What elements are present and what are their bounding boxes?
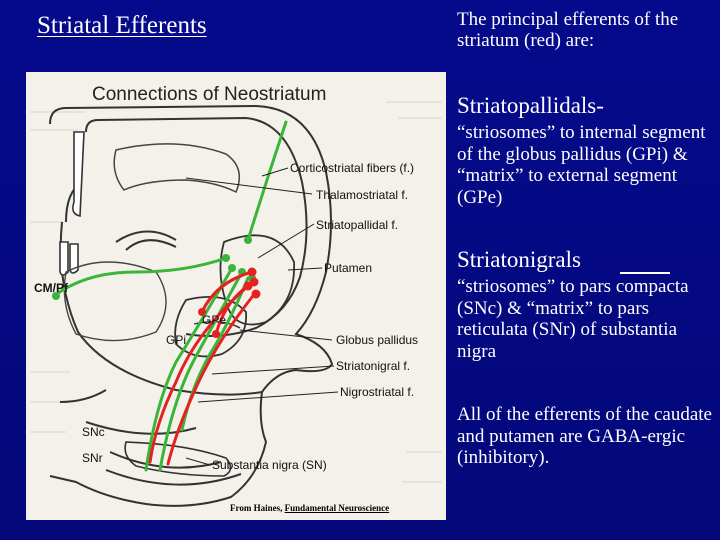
- label-gpi: GPi: [166, 333, 186, 347]
- heading-underline: [620, 272, 670, 274]
- efferent-terminals: [198, 267, 261, 338]
- putamen-outline: [219, 234, 295, 326]
- substantia-nigra-outline: [124, 441, 232, 477]
- striatonigral-fiber-1: [148, 284, 250, 464]
- leader-lines: [185, 167, 339, 466]
- credit-prefix: From Haines,: [230, 503, 285, 513]
- intro-text: The principal efferents of the striatum …: [457, 9, 679, 51]
- label-nigrostriatal: Nigrostriatal f.: [340, 385, 414, 399]
- label-snc: SNc: [82, 425, 105, 439]
- striatonigral-fiber-2: [166, 290, 258, 466]
- closing-text: All of the efferents of the caudate and …: [457, 404, 712, 468]
- label-globus-pallidus: Globus pallidus: [336, 333, 418, 347]
- thalamostriatal-fiber: [52, 256, 228, 298]
- figure-texture: [30, 101, 442, 483]
- figure-credit: From Haines, Fundamental Neuroscience: [230, 503, 389, 513]
- globus-pallidus-outline: [174, 295, 247, 358]
- efferent-fibers: [148, 270, 258, 466]
- nigrostriatal-fiber-1: [144, 266, 234, 472]
- label-striatopallidal: Striatopallidal f.: [316, 218, 398, 232]
- ventricles: [59, 131, 85, 276]
- figure-title: Connections of Neostriatum: [92, 84, 326, 105]
- corticostriatal-fiber: [246, 120, 288, 242]
- credit-book: Fundamental Neuroscience: [284, 503, 390, 513]
- heading-striatopallidals: Striatopallidals-: [457, 93, 604, 118]
- body-striatonigrals: “striosomes” to pars compacta (SNc) & “m…: [457, 276, 689, 362]
- caudate-nucleus: [113, 143, 241, 194]
- heading-striatonigrals: Striatonigrals: [457, 247, 581, 272]
- thalamus-outline: [63, 261, 167, 342]
- body-striatopallidals: “striosomes” to internal segment of the …: [457, 122, 706, 208]
- label-substantia-nigra: Substantia nigra (SN): [212, 458, 327, 472]
- label-gpe: GPe: [202, 313, 226, 327]
- label-cmpf: CM/Pf: [34, 281, 69, 295]
- label-corticostriatal: Corticostriatal fibers (f.): [290, 161, 414, 175]
- neostriatum-figure: Connections of Neostriatum: [26, 72, 446, 520]
- label-striatonigral: Striatonigral f.: [336, 359, 410, 373]
- label-putamen: Putamen: [324, 261, 372, 275]
- slide-title: Striatal Efferents: [37, 12, 207, 39]
- label-snr: SNr: [82, 451, 103, 465]
- label-thalamostriatal: Thalamostriatal f.: [316, 188, 408, 202]
- nigrostriatal-fiber-2: [158, 270, 244, 472]
- striatopallidal-fiber-1: [200, 270, 254, 314]
